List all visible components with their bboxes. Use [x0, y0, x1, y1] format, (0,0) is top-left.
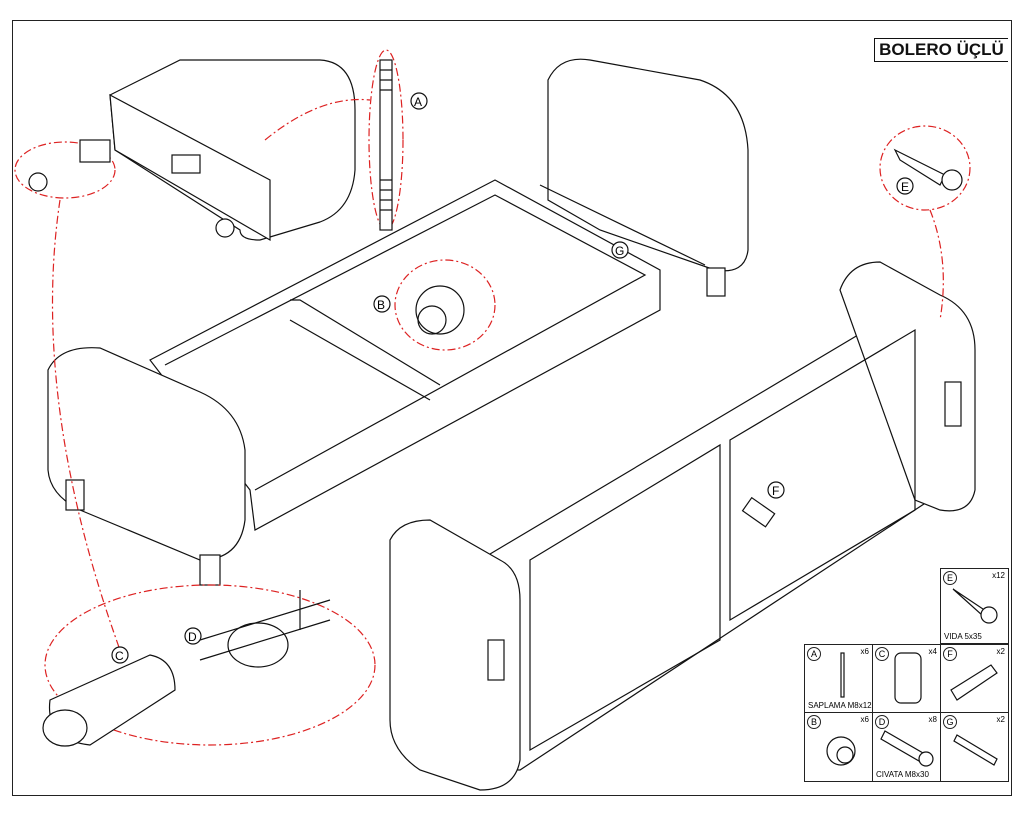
part-letter: B	[807, 715, 821, 729]
part-qty: x12	[992, 571, 1005, 580]
dowel-icon	[950, 664, 998, 701]
callout-f: F	[772, 484, 779, 498]
part-letter: D	[875, 715, 889, 729]
product-title: BOLERO ÜÇLÜ	[874, 38, 1008, 62]
part-letter: F	[943, 647, 957, 661]
part-letter: G	[943, 715, 957, 729]
part-a: A x6 SAPLAMA M8x120	[804, 644, 877, 713]
callout-b: B	[377, 298, 385, 312]
pin-icon	[953, 734, 998, 766]
callout-a: A	[414, 95, 422, 109]
part-letter: A	[807, 647, 821, 661]
stud-detail	[264, 49, 404, 231]
left-armrest-top	[109, 59, 356, 242]
sofa-frame	[47, 179, 661, 586]
part-name: VIDA 5x35	[944, 632, 982, 641]
drawing-frame	[12, 20, 1012, 796]
part-name: CIVATA M8x30	[876, 770, 929, 779]
connector-icon	[826, 736, 856, 766]
part-qty: x4	[928, 647, 937, 656]
part-qty: x2	[996, 715, 1005, 724]
part-letter: E	[943, 571, 957, 585]
sofa-underside	[389, 261, 976, 791]
stud-icon	[840, 652, 845, 698]
part-name: SAPLAMA M8x120	[808, 701, 877, 710]
part-e: E x12 VIDA 5x35	[940, 568, 1009, 644]
screw-icon	[952, 588, 998, 624]
callout-e: E	[901, 180, 909, 194]
callout-c: C	[115, 649, 124, 663]
parts-legend: E x12 VIDA 5x35 A x6 SAPLAMA M8x120 C x4…	[804, 568, 1009, 782]
part-letter: C	[875, 647, 889, 661]
part-d: D x8 CIVATA M8x30	[872, 712, 941, 782]
callout-g: G	[615, 244, 624, 258]
part-qty: x2	[996, 647, 1005, 656]
part-b: B x6	[804, 712, 873, 782]
leg-icon	[894, 652, 922, 704]
part-qty: x6	[860, 715, 869, 724]
part-g: G x2	[940, 712, 1009, 782]
callout-d: D	[188, 630, 197, 644]
part-c: C x4	[872, 644, 941, 713]
part-qty: x8	[928, 715, 937, 724]
part-f: F x2	[940, 644, 1009, 713]
bolt-icon	[880, 730, 934, 767]
right-armrest-top	[539, 58, 749, 297]
part-qty: x6	[860, 647, 869, 656]
